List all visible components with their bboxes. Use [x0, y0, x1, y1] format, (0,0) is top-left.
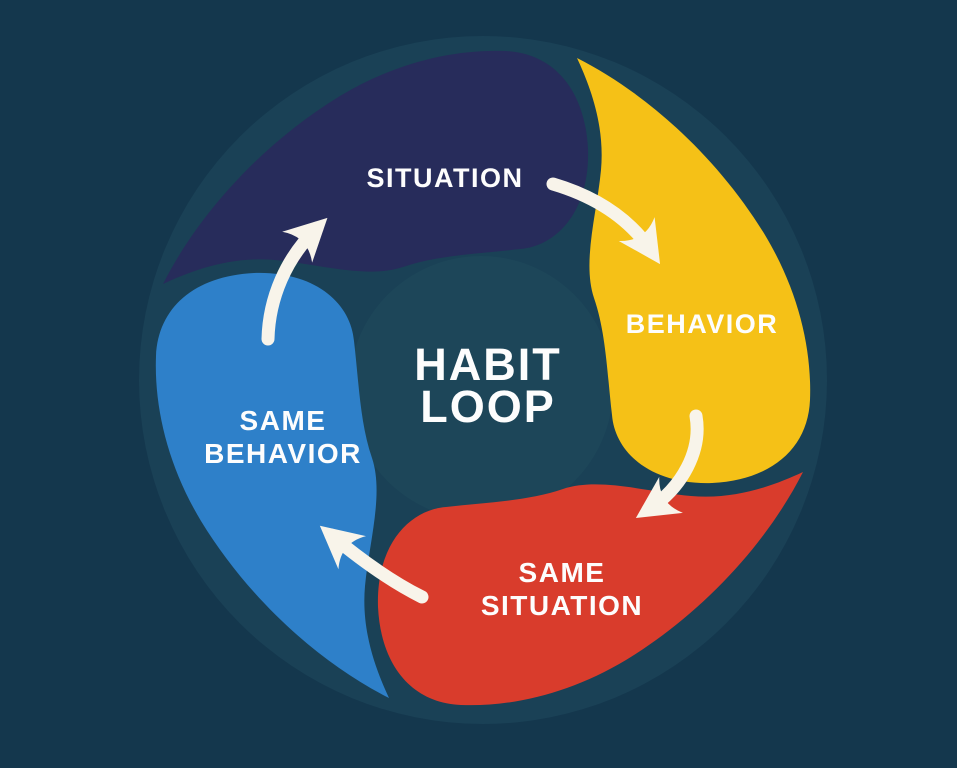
label-same-situation-line2: SITUATION: [481, 590, 643, 621]
arrow-same-behavior-to-situation-icon: [261, 217, 328, 346]
arrow-situation-to-behavior-icon: [546, 177, 661, 265]
label-same-behavior-line2: BEHAVIOR: [204, 438, 362, 469]
label-same-situation-line1: SAME: [519, 557, 606, 588]
label-situation: SITUATION: [367, 163, 524, 193]
arrow-same-situation-to-same-behavior-icon: [319, 525, 429, 604]
center-title-line1: HABIT: [414, 339, 561, 390]
center-circle: [349, 256, 613, 520]
arrow-behavior-to-same-situation-icon: [635, 409, 704, 518]
center-title-line2: LOOP: [420, 381, 556, 432]
label-behavior: BEHAVIOR: [626, 309, 779, 339]
label-same-behavior-line1: SAME: [240, 405, 327, 436]
